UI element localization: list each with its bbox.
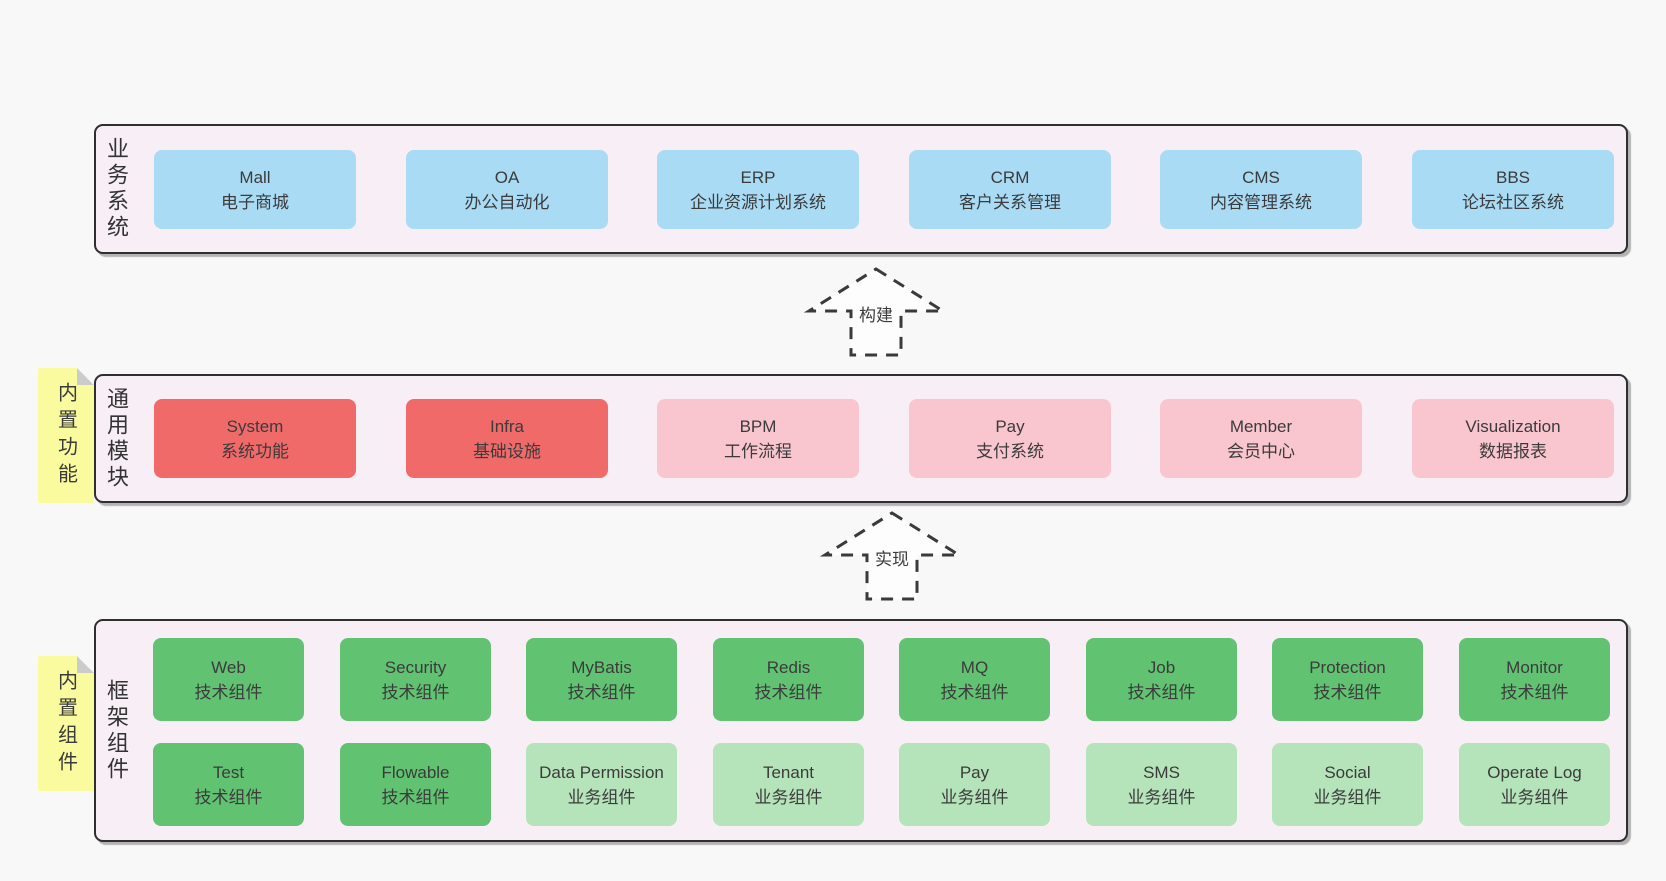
- box-title: Web: [211, 657, 246, 677]
- box-title: ERP: [740, 167, 776, 187]
- panel-framework-components: 框架组件 Web 技术组件 Security 技术组件 MyBatis 技术组件…: [94, 619, 1628, 842]
- box-title: Pay: [959, 762, 990, 782]
- box-operate-log: Operate Log 业务组件: [1459, 743, 1610, 826]
- box-subtitle: 技术组件: [194, 682, 263, 702]
- box-infra: Infra 基础设施: [406, 399, 608, 478]
- box-job: Job 技术组件: [1086, 638, 1237, 721]
- box-subtitle: 数据报表: [1479, 441, 1547, 461]
- sticky-builtin-features: 内置功能: [38, 368, 94, 503]
- box-subtitle: 技术组件: [194, 787, 263, 807]
- box-title: CRM: [990, 167, 1030, 187]
- box-security: Security 技术组件: [340, 638, 491, 721]
- box-subtitle: 支付系统: [976, 441, 1044, 461]
- box-subtitle: 客户关系管理: [959, 192, 1061, 212]
- box-title: Protection: [1309, 657, 1386, 677]
- box-subtitle: 技术组件: [381, 682, 450, 702]
- box-subtitle: 业务组件: [1313, 787, 1382, 807]
- box-bpm: BPM 工作流程: [657, 399, 859, 478]
- arrow-implement-label: 实现: [822, 550, 962, 570]
- box-member: Member 会员中心: [1160, 399, 1362, 478]
- arrow-implement: 实现: [819, 510, 965, 602]
- box-title: MyBatis: [571, 657, 632, 677]
- box-subtitle: 业务组件: [754, 787, 823, 807]
- box-title: Social: [1324, 762, 1371, 782]
- box-title: Operate Log: [1487, 762, 1582, 782]
- box-title: Job: [1147, 657, 1176, 677]
- box-tenant: Tenant 业务组件: [713, 743, 864, 826]
- box-subtitle: 工作流程: [724, 441, 792, 461]
- box-title: Tenant: [762, 762, 815, 782]
- box-crm: CRM 客户关系管理: [909, 150, 1111, 229]
- box-subtitle: 系统功能: [221, 441, 289, 461]
- box-visualization: Visualization 数据报表: [1412, 399, 1614, 478]
- box-title: Flowable: [381, 762, 450, 782]
- box-test: Test 技术组件: [153, 743, 304, 826]
- box-mybatis: MyBatis 技术组件: [526, 638, 677, 721]
- box-redis: Redis 技术组件: [713, 638, 864, 721]
- box-erp: ERP 企业资源计划系统: [657, 150, 859, 229]
- box-web: Web 技术组件: [153, 638, 304, 721]
- box-title: BPM: [739, 416, 777, 436]
- box-title: Data Permission: [539, 762, 664, 782]
- panel-common-modules: 通用模块 System 系统功能 Infra 基础设施 BPM 工作流程 Pay…: [94, 374, 1628, 503]
- box-subtitle: 技术组件: [1500, 682, 1569, 702]
- box-title: CMS: [1242, 167, 1280, 187]
- box-system: System 系统功能: [154, 399, 356, 478]
- box-mq: MQ 技术组件: [899, 638, 1050, 721]
- panel-business-systems-label: 业务系统: [104, 137, 129, 241]
- box-subtitle: 论坛社区系统: [1462, 192, 1564, 212]
- box-protection: Protection 技术组件: [1272, 638, 1423, 721]
- arrow-build: 构建: [803, 266, 949, 358]
- box-cms: CMS 内容管理系统: [1160, 150, 1362, 229]
- box-title: Member: [1229, 416, 1293, 436]
- box-subtitle: 技术组件: [1127, 682, 1196, 702]
- box-pay-biz: Pay 业务组件: [899, 743, 1050, 826]
- box-subtitle: 业务组件: [1500, 787, 1569, 807]
- box-subtitle: 技术组件: [381, 787, 450, 807]
- box-social: Social 业务组件: [1272, 743, 1423, 826]
- box-subtitle: 技术组件: [754, 682, 823, 702]
- box-subtitle: 技术组件: [940, 682, 1009, 702]
- box-title: Monitor: [1506, 657, 1563, 677]
- box-subtitle: 技术组件: [1313, 682, 1382, 702]
- box-flowable: Flowable 技术组件: [340, 743, 491, 826]
- box-title: Security: [384, 657, 447, 677]
- sticky-builtin-components: 内置组件: [38, 656, 94, 791]
- box-title: Infra: [489, 416, 525, 436]
- box-title: SMS: [1143, 762, 1180, 782]
- box-subtitle: 企业资源计划系统: [690, 192, 826, 212]
- box-subtitle: 业务组件: [567, 787, 636, 807]
- box-title: Mall: [239, 167, 271, 187]
- box-subtitle: 会员中心: [1227, 441, 1295, 461]
- box-subtitle: 内容管理系统: [1210, 192, 1312, 212]
- box-title: Pay: [995, 416, 1025, 436]
- box-pay: Pay 支付系统: [909, 399, 1111, 478]
- arrow-build-label: 构建: [806, 306, 946, 326]
- box-title: BBS: [1495, 167, 1531, 187]
- panel-framework-components-label: 框架组件: [104, 678, 129, 783]
- panel-common-modules-label: 通用模块: [104, 386, 129, 491]
- box-monitor: Monitor 技术组件: [1459, 638, 1610, 721]
- box-oa: OA 办公自动化: [406, 150, 608, 229]
- panel-business-systems: 业务系统 Mall 电子商城 OA 办公自动化 ERP 企业资源计划系统 CRM…: [94, 124, 1628, 254]
- box-subtitle: 基础设施: [473, 441, 541, 461]
- box-subtitle: 业务组件: [1127, 787, 1196, 807]
- box-bbs: BBS 论坛社区系统: [1412, 150, 1614, 229]
- box-data-permission: Data Permission 业务组件: [526, 743, 677, 826]
- box-sms: SMS 业务组件: [1086, 743, 1237, 826]
- box-mall: Mall 电子商城: [154, 150, 356, 229]
- box-subtitle: 技术组件: [567, 682, 636, 702]
- box-subtitle: 办公自动化: [464, 192, 550, 212]
- box-title: Redis: [766, 657, 811, 677]
- box-title: Test: [212, 762, 245, 782]
- box-title: MQ: [960, 657, 989, 677]
- box-title: System: [226, 416, 284, 436]
- box-title: Visualization: [1465, 416, 1561, 436]
- box-subtitle: 业务组件: [940, 787, 1009, 807]
- box-subtitle: 电子商城: [221, 192, 289, 212]
- box-title: OA: [494, 167, 520, 187]
